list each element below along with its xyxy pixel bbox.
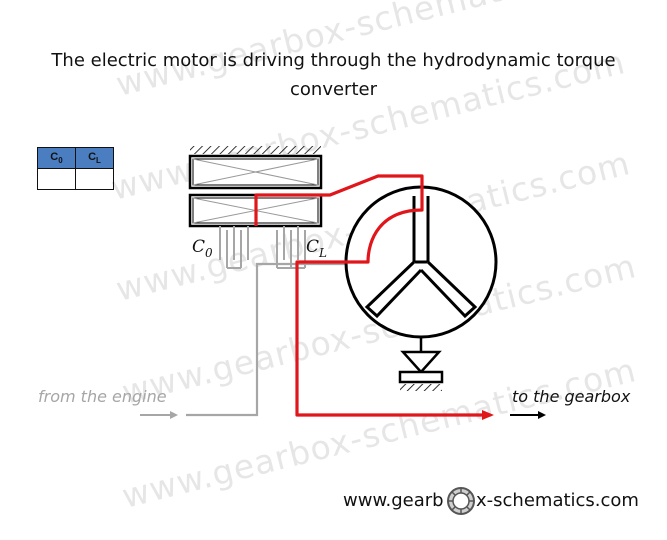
title-line-2: converter <box>290 79 377 100</box>
input-arrowhead <box>170 411 178 419</box>
motor-stator <box>188 154 323 190</box>
table-cell-cl <box>75 168 114 190</box>
title-line-1: The electric motor is driving through th… <box>51 50 616 71</box>
engine-input-shaft <box>186 262 346 417</box>
clutch-state-table: C0 CL <box>37 147 114 190</box>
footer-url-right: x-schematics.com <box>476 490 639 511</box>
clutch-c0 <box>219 226 249 269</box>
clutch-label-c0: C0 <box>192 237 213 260</box>
converter-blades <box>364 196 478 319</box>
clutch-label-cl: CL <box>306 237 327 260</box>
input-label: from the engine <box>38 387 167 406</box>
footer-url-left: www.gearb <box>343 490 444 511</box>
power-flow-path <box>254 174 482 417</box>
housing-hatch <box>190 146 321 154</box>
output-arrowhead <box>538 411 546 419</box>
output-label: to the gearbox <box>512 387 631 406</box>
power-flow-arrowhead <box>482 410 494 420</box>
clutch-cl <box>276 226 306 269</box>
gear-logo-icon <box>447 487 475 515</box>
freewheel-ground-hatch <box>400 384 442 391</box>
freewheel-support <box>398 337 444 384</box>
diagram-title: The electric motor is driving through th… <box>0 46 667 104</box>
